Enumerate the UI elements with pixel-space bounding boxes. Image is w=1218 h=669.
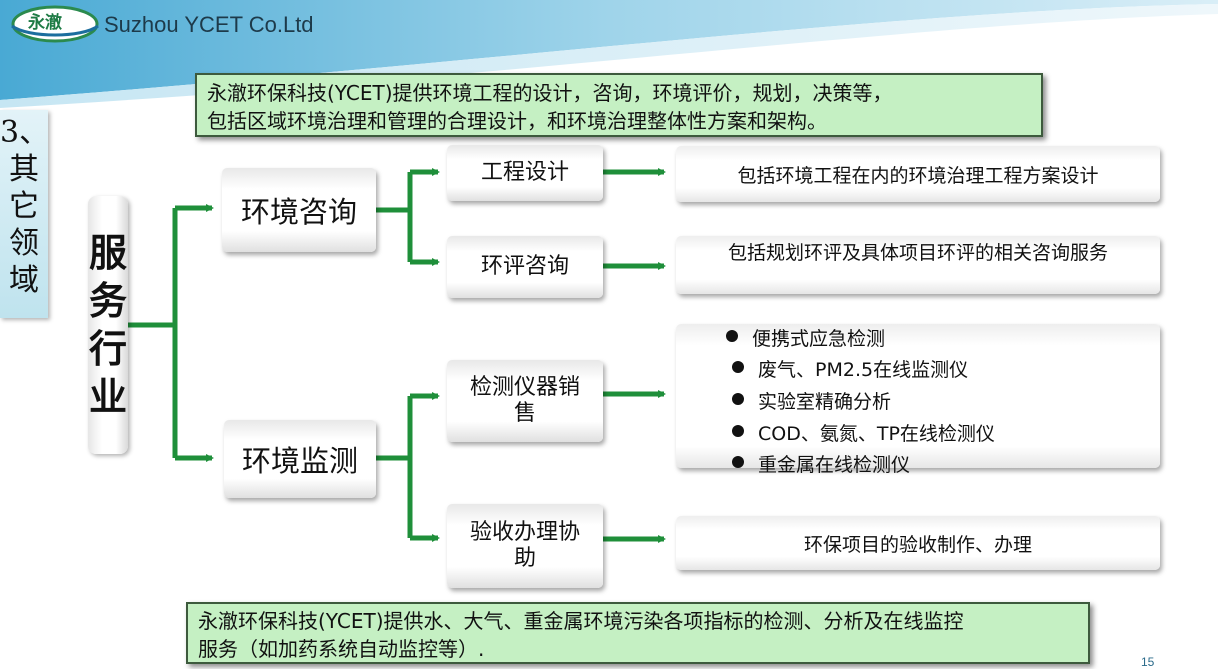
node-label-line-1: 检测仪器销	[469, 375, 580, 400]
section-label: 3、 其 它 领 域	[0, 110, 50, 318]
root-node-services: 服 务 行 业	[88, 196, 128, 454]
section-label-char: 其	[9, 152, 39, 187]
node-label: 环评咨询	[480, 254, 569, 279]
node-environmental-consulting: 环境咨询	[222, 168, 376, 252]
section-label-char: 域	[9, 263, 39, 298]
section-label-char: 3、	[0, 115, 50, 150]
bullet-icon	[732, 361, 744, 373]
bullet-icon	[732, 425, 744, 437]
node-label-line-1: 验收办理协	[469, 520, 580, 545]
footer-textbox: 永澈环保科技(YCET)提供水、大气、重金属环境污染各项指标的检测、分析及在线监…	[186, 602, 1090, 664]
node-label: 环境咨询	[240, 195, 357, 229]
footer-line-1: 永澈环保科技(YCET)提供水、大气、重金属环境污染各项指标的检测、分析及在线监…	[198, 609, 964, 633]
node-acceptance-assistance: 验收办理协 助	[447, 504, 603, 588]
list-item: 实验室精确分析	[732, 387, 891, 414]
section-label-char: 领	[9, 226, 39, 261]
bullet-icon	[726, 330, 738, 342]
list-item: 便携式应急检测	[726, 324, 885, 351]
root-char: 务	[88, 279, 127, 323]
node-environmental-monitoring: 环境监测	[224, 420, 376, 498]
list-item: COD、氨氮、TP在线检测仪	[732, 419, 995, 446]
section-label-char: 它	[9, 189, 39, 224]
logo-text: 永澈	[28, 13, 62, 33]
root-char: 业	[88, 375, 127, 419]
desc-acceptance: 环保项目的验收制作、办理	[676, 516, 1160, 570]
bullet-icon	[732, 393, 744, 405]
desc-text: 包括规划环评及具体项目环评的相关咨询服务	[727, 242, 1108, 264]
company-logo	[11, 5, 99, 43]
intro-line-2: 包括区域环境治理和管理的合理设计，和环境治理整体性方案和架构。	[207, 109, 827, 133]
desc-text: 环保项目的验收制作、办理	[803, 533, 1032, 556]
intro-textbox: 永澈环保科技(YCET)提供环境工程的设计，咨询，环境评价，规划，决策等， 包括…	[195, 73, 1043, 137]
desc-engineering-design: 包括环境工程在内的环境治理工程方案设计	[676, 146, 1160, 202]
page-number: 15	[1141, 655, 1155, 669]
node-label: 工程设计	[480, 160, 569, 185]
node-label-line-2: 助	[513, 546, 536, 571]
instrument-list: 便携式应急检测 废气、PM2.5在线监测仪 实验室精确分析 COD、氨氮、TP在…	[676, 324, 1160, 476]
company-name: Suzhou YCET Co.Ltd	[104, 12, 314, 37]
list-item: 重金属在线检测仪	[732, 450, 910, 477]
intro-line-1: 永澈环保科技(YCET)提供环境工程的设计，咨询，环境评价，规划，决策等，	[207, 81, 893, 105]
root-char: 行	[88, 327, 127, 371]
node-eia-consulting: 环评咨询	[447, 236, 603, 298]
node-engineering-design: 工程设计	[447, 145, 603, 201]
desc-eia-consulting: 包括规划环评及具体项目环评的相关咨询服务	[676, 236, 1160, 294]
node-instrument-sales: 检测仪器销 售	[447, 360, 603, 442]
root-char: 服	[88, 231, 127, 275]
bullet-icon	[732, 456, 744, 468]
node-label-line-2: 售	[513, 401, 536, 426]
footer-line-2: 服务（如加药系统自动监控等）.	[198, 637, 485, 661]
list-item: 废气、PM2.5在线监测仪	[732, 355, 968, 382]
desc-text: 包括环境工程在内的环境治理工程方案设计	[737, 164, 1099, 187]
node-label: 环境监测	[241, 444, 358, 478]
